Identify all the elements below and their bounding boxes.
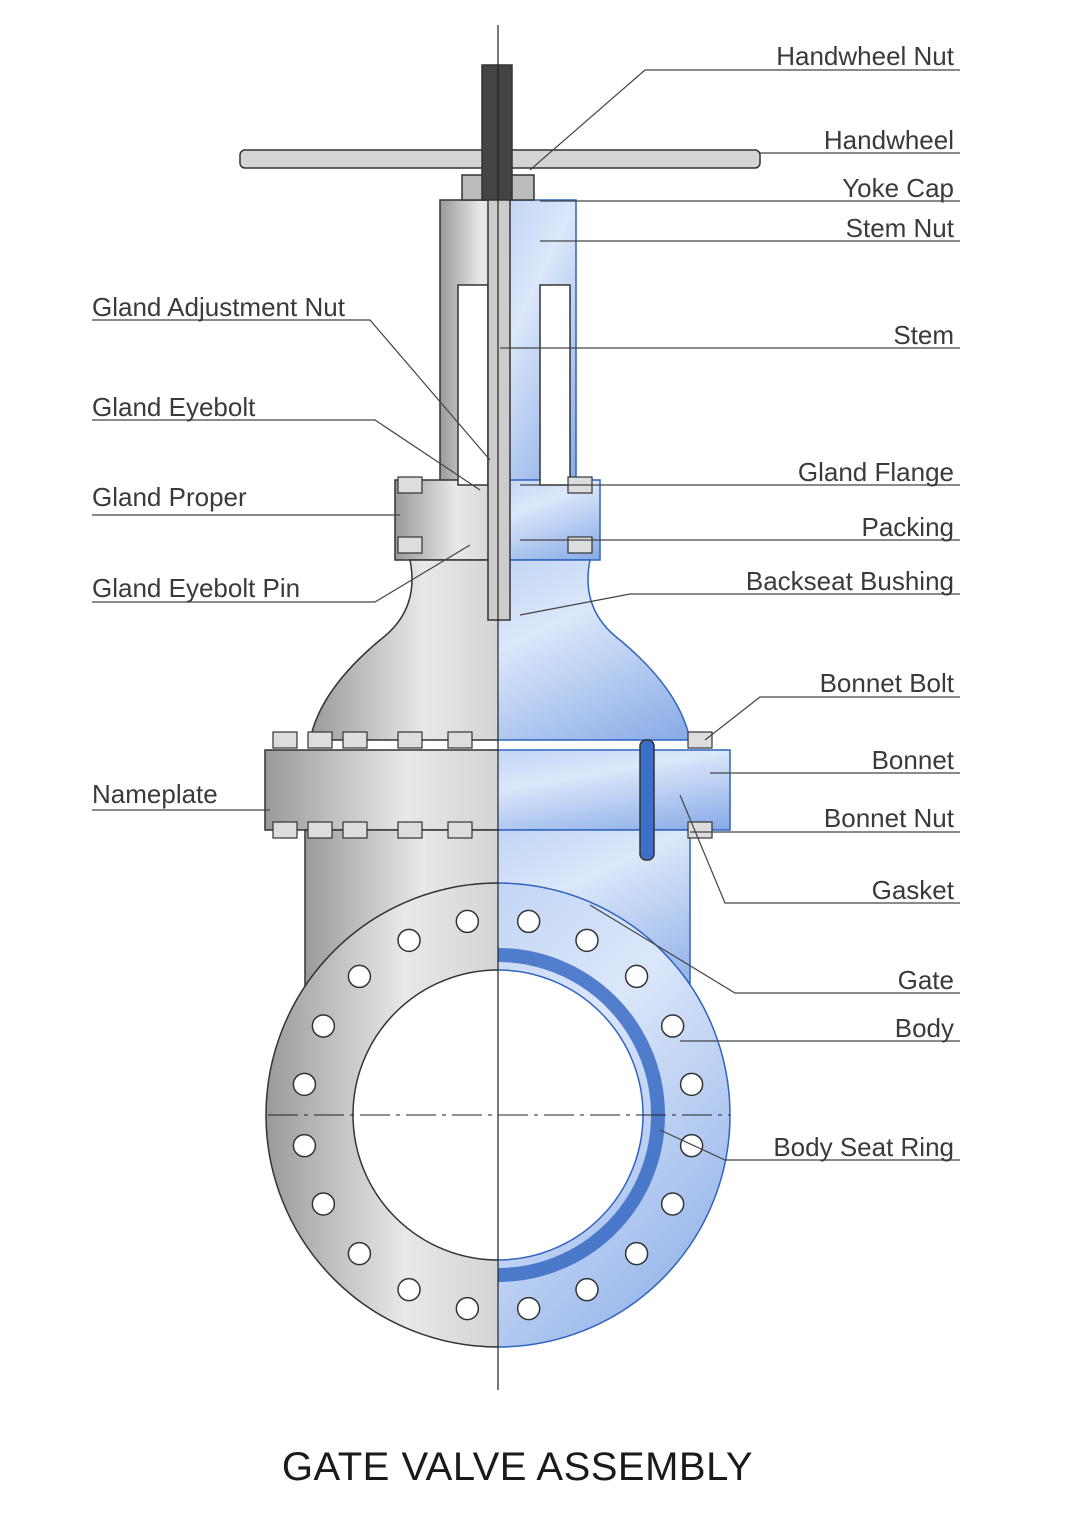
- flange-bolt-hole: [311, 1192, 336, 1216]
- label-stem-nut: Stem Nut: [845, 213, 954, 243]
- flange-bolt-hole: [455, 1296, 480, 1321]
- bolt-nut: [342, 821, 368, 839]
- flange-bolt-hole: [679, 1072, 704, 1097]
- bolt-nut: [397, 821, 423, 839]
- flange-bolt-hole: [575, 1277, 599, 1302]
- label-handwheel: Handwheel: [823, 125, 954, 155]
- label-gland-proper: Gland Proper: [92, 482, 247, 512]
- bolt-nut: [447, 821, 473, 839]
- label-bonnet-bolt: Bonnet Bolt: [819, 668, 954, 698]
- flange-bolt-hole: [397, 928, 421, 953]
- flange-bolt-hole: [347, 1241, 372, 1266]
- flange-bolt-hole: [624, 1241, 649, 1266]
- flange-bolt-hole: [660, 1192, 685, 1216]
- bolt-nut: [687, 821, 713, 839]
- flange-bolt-hole: [455, 909, 480, 934]
- bolt-nut: [447, 731, 473, 749]
- bolt-nut: [687, 731, 713, 749]
- flange-bolt-hole: [624, 964, 649, 989]
- label-backseat-bushing: Backseat Bushing: [745, 566, 954, 596]
- flange-bolt-hole: [679, 1133, 704, 1158]
- flange-bolt-hole: [347, 964, 372, 989]
- flange-bolt-hole: [660, 1014, 685, 1038]
- bolt-nut: [272, 821, 298, 839]
- flange-bolt-hole: [575, 928, 599, 953]
- label-gasket: Gasket: [871, 875, 954, 905]
- flange-bolt-hole: [292, 1133, 317, 1158]
- label-bonnet-nut: Bonnet Nut: [823, 803, 954, 833]
- label-handwheel-nut: Handwheel Nut: [776, 41, 954, 71]
- label-bonnet: Bonnet: [871, 745, 954, 775]
- label-gland-adjustment-nut: Gland Adjustment Nut: [92, 292, 345, 322]
- diagram-title: GATE VALVE ASSEMBLY: [281, 1445, 754, 1489]
- bolt-nut: [307, 821, 333, 839]
- label-nameplate: Nameplate: [92, 779, 218, 809]
- bolt-nut: [342, 731, 368, 749]
- bolt-nut: [272, 731, 298, 749]
- bolt-nut: [397, 476, 423, 494]
- bolt-nut: [307, 731, 333, 749]
- flange-bolt-hole: [292, 1072, 317, 1097]
- label-gland-eyebolt-pin: Gland Eyebolt Pin: [92, 573, 301, 603]
- label-gate: Gate: [897, 965, 954, 995]
- flange-bolt-hole: [516, 909, 541, 934]
- flange-bolt-hole: [311, 1014, 336, 1038]
- bolt-nut: [397, 731, 423, 749]
- label-yoke-cap: Yoke Cap: [842, 173, 954, 203]
- bolt-nut: [397, 536, 423, 554]
- label-body: Body: [894, 1013, 954, 1043]
- label-packing: Packing: [861, 512, 955, 542]
- flange-bolt-hole: [516, 1296, 541, 1321]
- flange-bolt-hole: [397, 1277, 421, 1302]
- label-body-seat-ring: Body Seat Ring: [773, 1132, 954, 1162]
- bolt-nut: [567, 536, 593, 554]
- label-gland-eyebolt: Gland Eyebolt: [92, 392, 256, 422]
- label-stem: Stem: [893, 320, 954, 350]
- label-gland-flange: Gland Flange: [797, 457, 954, 487]
